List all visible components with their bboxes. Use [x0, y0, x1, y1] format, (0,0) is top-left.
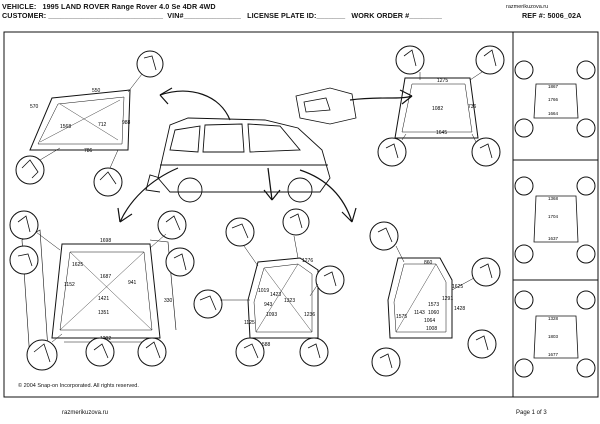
- footer-website: razmerikuzova.ru: [62, 410, 109, 416]
- dim-liftgate-mid: 1421: [98, 296, 109, 302]
- callout-profiles: [17, 49, 497, 369]
- dim-windshield-left: 570: [30, 104, 39, 110]
- front-door-opening-diagram: [247, 257, 319, 339]
- dim-front-door-top: 1276: [302, 258, 313, 264]
- dim-rear-glass-bottom: 1645: [436, 130, 447, 136]
- ref-number: REF #: 5006_02A: [522, 11, 582, 20]
- vin-field-label[interactable]: VIN#______________: [167, 11, 241, 20]
- dim-rear-door-c: 1428: [454, 306, 465, 312]
- dim-rear-door-i: 1008: [426, 326, 437, 332]
- dim-side-mid-c: 1637: [548, 236, 559, 241]
- side-frame: [512, 31, 599, 398]
- dim-side-top-c: 1664: [548, 111, 559, 116]
- dim-side-bottom-a: 1328: [548, 316, 559, 321]
- customer-line: CUSTOMER: ____________________________ V…: [2, 11, 442, 20]
- dim-liftgate-right: 941: [128, 280, 137, 286]
- dim-liftgate-left: 1152: [64, 282, 75, 288]
- dim-windshield-diag: 1568: [60, 124, 71, 130]
- dim-side-bottom-b: 1803: [548, 334, 559, 339]
- dim-side-bottom-c: 1677: [548, 352, 559, 357]
- dim-liftgate-low: 1351: [98, 310, 109, 316]
- dim-front-door-d: 1323: [284, 298, 295, 304]
- customer-field-label[interactable]: CUSTOMER: ____________________________: [2, 11, 164, 20]
- dim-front-door-f: 1236: [304, 312, 315, 318]
- detail-callouts: [9, 45, 596, 378]
- dim-rear-door-d: 1575: [396, 314, 407, 320]
- dim-rear-door-h: 1064: [424, 318, 435, 324]
- dim-windshield-center: 712: [98, 122, 107, 128]
- dim-front-door-b: 1423: [270, 292, 281, 298]
- dim-liftgate-side: 330: [164, 298, 173, 304]
- dim-rear-door-f: 1143: [414, 310, 425, 316]
- vehicle-label: VEHICLE:: [2, 2, 37, 11]
- dim-rear-glass-top: 1275: [437, 78, 448, 84]
- vehicle-value: 1995 LAND ROVER Range Rover 4.0 Se 4DR 4…: [42, 2, 216, 11]
- header-website: razmerikuzova.ru: [506, 4, 549, 10]
- dim-rear-door-a: 1291: [442, 296, 453, 302]
- dim-windshield-bottom: 786: [84, 148, 93, 154]
- dim-rear-door-g: 1060: [428, 310, 439, 316]
- dim-side-top-b: 1766: [548, 97, 559, 102]
- side-top-diagram: [533, 83, 579, 119]
- front-end-sketch: [295, 87, 357, 125]
- dim-windshield-right: 988: [122, 120, 131, 126]
- dim-rear-door-e: 1573: [428, 302, 439, 308]
- dim-side-mid-b: 1704: [548, 214, 559, 219]
- dim-windshield-top: 550: [92, 88, 101, 94]
- side-bottom-diagram: [533, 315, 579, 359]
- copyright: © 2004 Snap-on Incorporated. All rights …: [18, 383, 139, 389]
- dim-front-door-h: 588: [262, 342, 271, 348]
- view-arrows: [117, 87, 413, 223]
- dim-front-door-a: 1019: [258, 288, 269, 294]
- dim-front-door-c: 943: [264, 302, 273, 308]
- dim-liftgate-diag-b: 1687: [100, 274, 111, 280]
- dim-side-top-a: 1867: [548, 84, 559, 89]
- dim-liftgate-diag-a: 1625: [72, 262, 83, 268]
- dim-rear-door-top: 860: [424, 260, 433, 266]
- rear-door-opening-diagram: [387, 257, 453, 339]
- vehicle-line: VEHICLE: 1995 LAND ROVER Range Rover 4.0…: [2, 2, 216, 11]
- dim-front-door-g: 1125: [244, 320, 255, 326]
- windshield-diagram: [29, 89, 131, 151]
- callout-leaders: [35, 71, 483, 343]
- vehicle-body-sketch: [145, 117, 331, 203]
- page-number: Page 1 of 3: [516, 410, 547, 416]
- plate-field-label[interactable]: LICENSE PLATE ID:_______: [247, 11, 346, 20]
- dim-rear-glass-center: 1082: [432, 106, 443, 112]
- dim-side-mid-a: 1368: [548, 196, 559, 201]
- work-order-field-label[interactable]: WORK ORDER #________: [351, 11, 443, 20]
- dim-front-door-e: 1093: [266, 312, 277, 318]
- side-mid-diagram: [533, 195, 579, 243]
- dim-rear-glass-right: 736: [468, 104, 477, 110]
- rear-glass-diagram: [394, 77, 479, 139]
- dim-liftgate-top: 1698: [100, 238, 111, 244]
